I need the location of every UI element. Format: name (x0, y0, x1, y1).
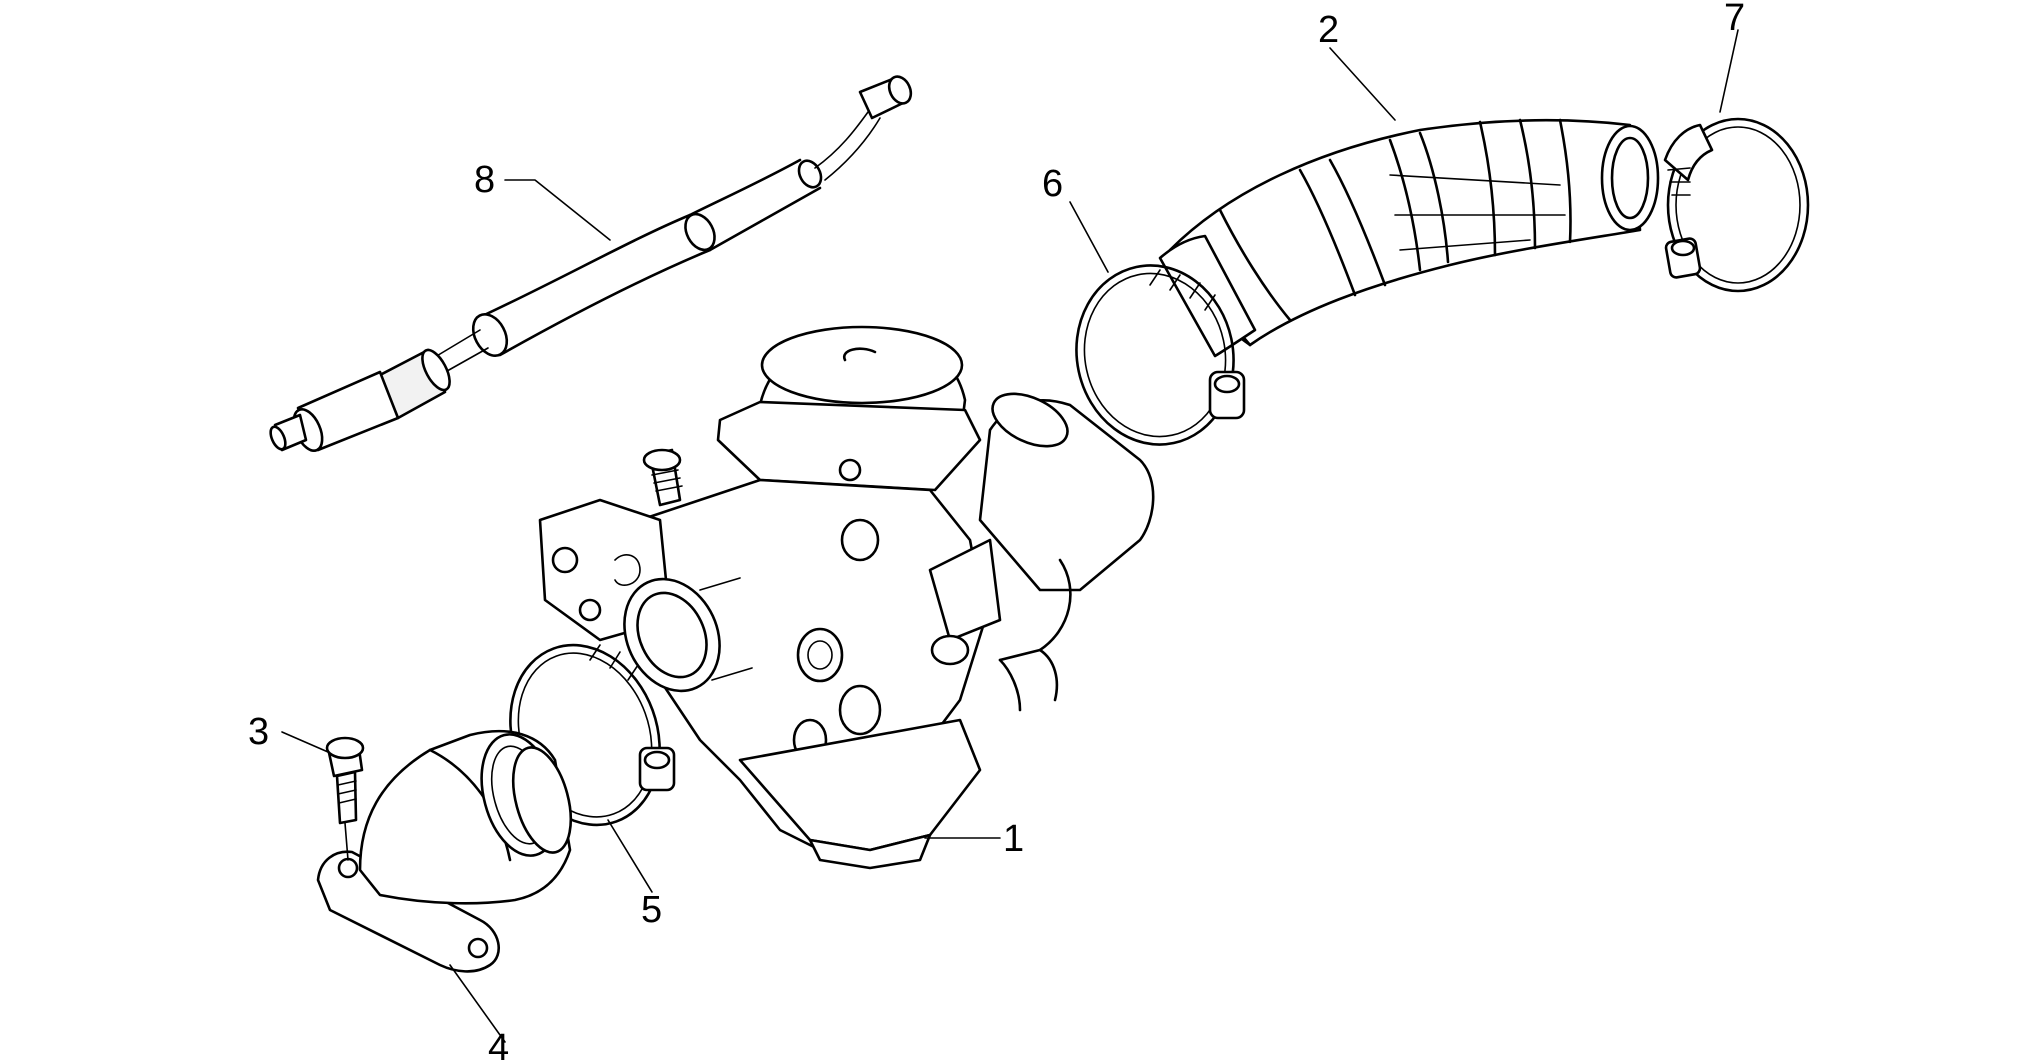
label-4: 4 (488, 1027, 509, 1063)
part-8-cable (269, 75, 913, 452)
leader-7 (1719, 29, 1739, 113)
label-5: 5 (641, 889, 662, 931)
part-7-clamp (1663, 117, 1810, 293)
leader-3 (281, 731, 329, 753)
leader-8 (504, 179, 611, 241)
label-2: 2 (1318, 9, 1339, 51)
part-1-carburetor (538, 325, 1155, 870)
part-3-bolt (325, 736, 365, 861)
label-7: 7 (1724, 0, 1745, 39)
label-3: 3 (248, 711, 269, 753)
label-6: 6 (1042, 163, 1063, 205)
leader-lines (281, 29, 1739, 1043)
part-4-intake-manifold (316, 729, 573, 973)
leader-2 (1329, 47, 1396, 121)
leader-4 (449, 964, 506, 1043)
part-labels: 1 2 3 4 5 6 7 8 (248, 0, 1745, 1063)
part-2-intake-hose (1158, 118, 1660, 358)
label-1: 1 (1003, 818, 1024, 860)
label-8: 8 (474, 159, 495, 201)
leader-6 (1069, 201, 1109, 273)
part-6-clamp (1075, 264, 1246, 446)
leader-5 (607, 819, 653, 893)
